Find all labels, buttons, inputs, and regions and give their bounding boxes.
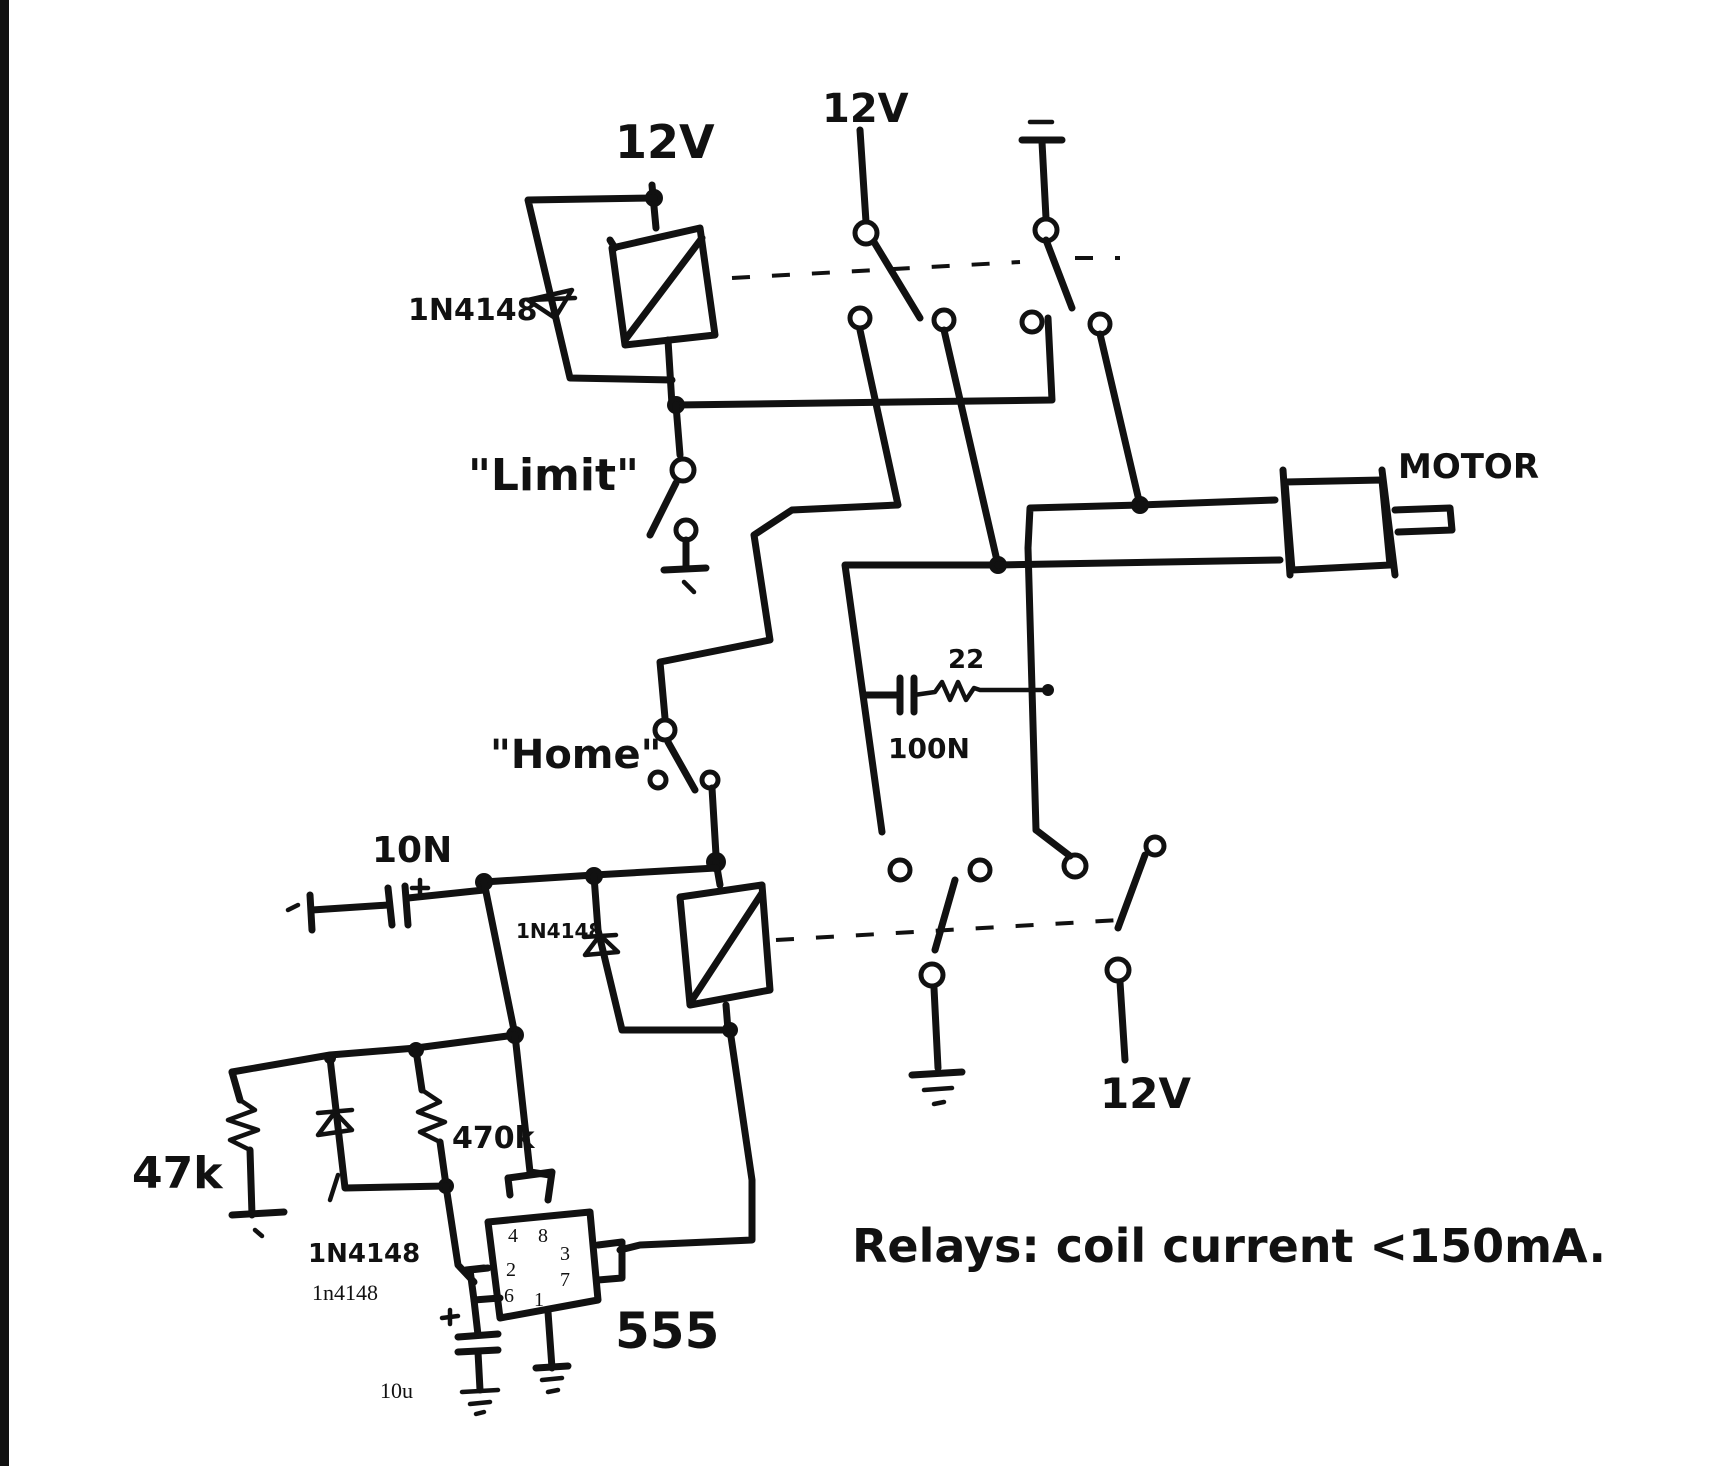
label-limit: "Limit" [468,450,639,501]
label-12v-top-right: 12V [822,86,909,132]
label-res-47k: 47k [132,1148,224,1199]
bottom-relay-contacts [887,826,1167,1107]
top-common-left [852,219,880,247]
limit-switch [646,314,1056,595]
pin-6: 6 [504,1285,514,1307]
pin-8: 8 [538,1225,548,1247]
top-relay [524,181,719,414]
label-12v-top-left: 12V [615,115,715,169]
ic-555 [439,1208,626,1417]
label-555: 555 [615,1302,719,1360]
top-wiring [656,326,1149,722]
home-switch [647,717,721,859]
top-relay-contacts [731,119,1120,337]
label-cap-100n: 100N [888,732,970,765]
pin-7: 7 [560,1269,570,1291]
motor [841,466,1456,836]
pin-3: 3 [560,1243,570,1265]
label-cap-10n: 10N [372,830,452,871]
label-12v-bottom: 12V [1100,1069,1191,1118]
pin-4: 4 [508,1225,518,1247]
label-diode-timer: 1N4148 [308,1239,420,1269]
label-motor: MOTOR [1398,447,1539,487]
label-res-470k: 470k [452,1121,536,1156]
pin-1: 1 [534,1289,544,1311]
pin-2: 2 [506,1259,516,1281]
label-diode-top: 1N4148 [408,293,537,328]
label-cap-10u: 10u [380,1378,413,1403]
scan-border [0,0,9,1466]
input-cap [285,877,488,934]
note-relays: Relays: coil current <150mA. [852,1219,1606,1273]
label-diode-timer-typed: 1n4148 [312,1280,378,1305]
label-diode-bottom: 1N4148 [516,919,602,943]
label-res-22: 22 [948,645,984,675]
label-home: "Home" [490,732,661,778]
bottom-relay [475,852,1121,1254]
snubber-rc [860,674,1054,716]
